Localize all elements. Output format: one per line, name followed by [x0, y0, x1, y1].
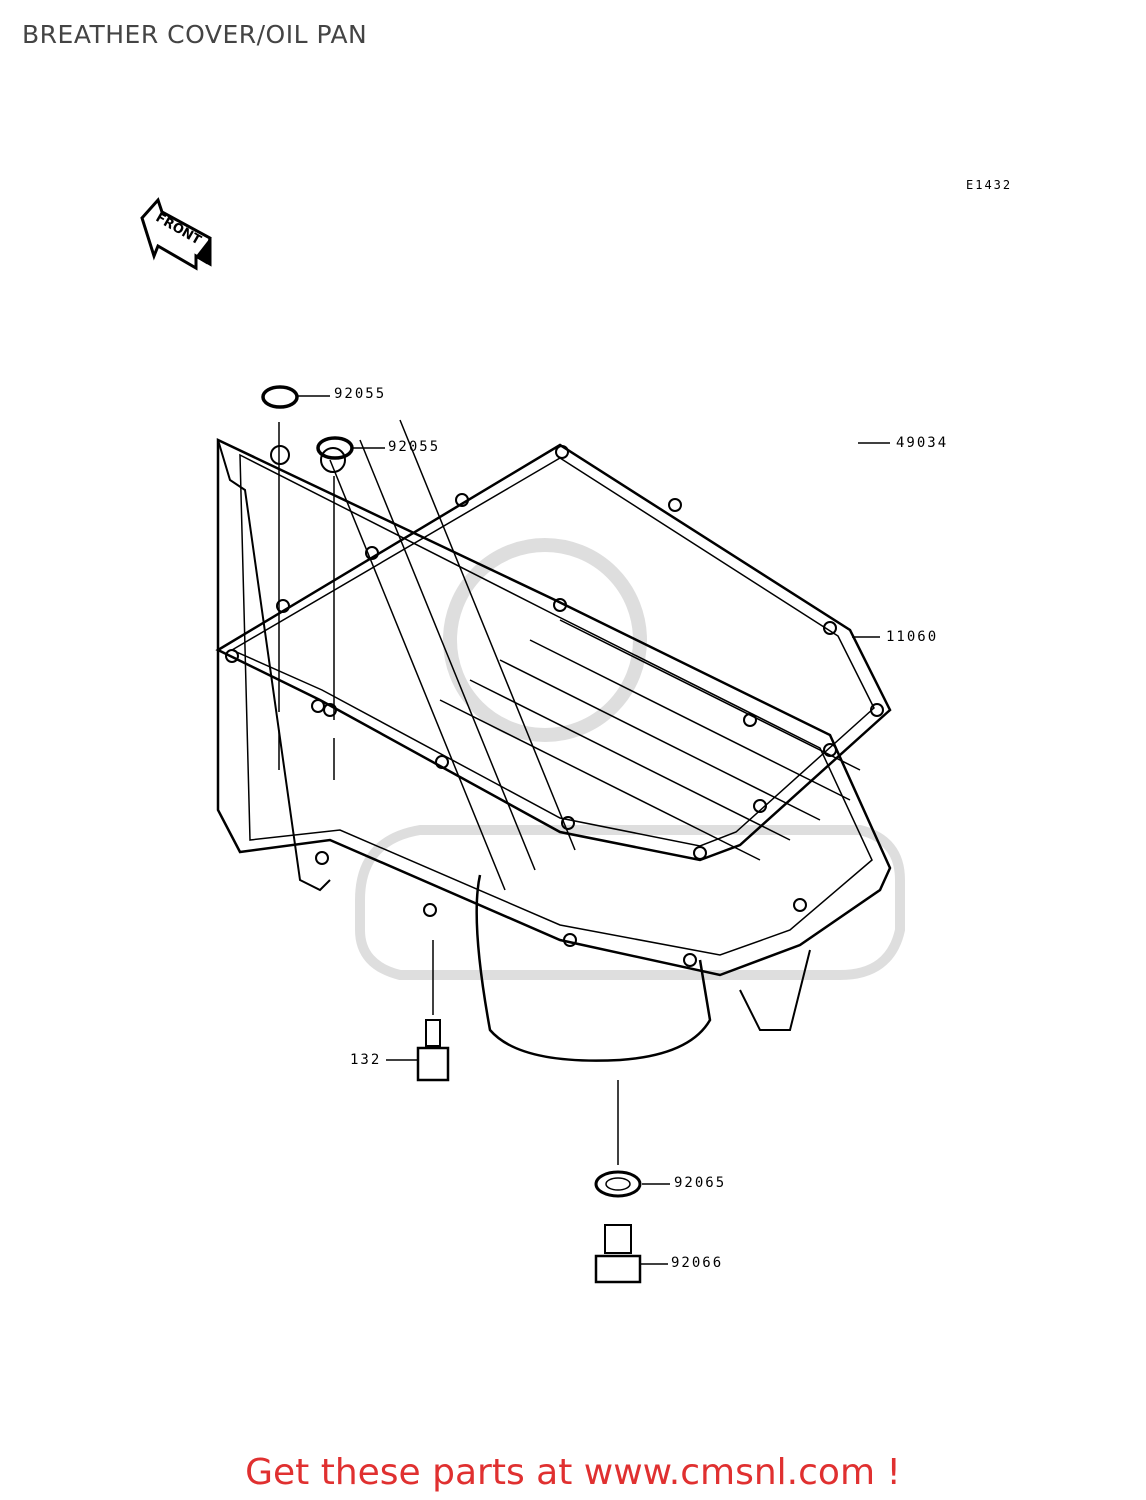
page-title: BREATHER COVER/OIL PAN: [22, 20, 368, 49]
part-number-92066[interactable]: 92066: [671, 1255, 724, 1271]
part-number-92055-lower[interactable]: 92055: [388, 439, 441, 455]
drain-plug: [594, 1224, 642, 1284]
watermark-logo: [355, 538, 905, 980]
part-number-92065[interactable]: 92065: [674, 1175, 727, 1191]
gasket: [215, 443, 892, 862]
part-number-49034[interactable]: 49034: [896, 435, 949, 451]
part-number-11060[interactable]: 11060: [886, 629, 939, 645]
diagram-code: E1432: [966, 178, 1013, 192]
part-number-92055-upper[interactable]: 92055: [334, 386, 387, 402]
oil-pan: [216, 419, 892, 1062]
part-number-132[interactable]: 132: [350, 1052, 382, 1068]
o-ring-upper: [261, 385, 299, 409]
front-arrow-icon: [140, 197, 212, 271]
washer: [594, 1170, 642, 1198]
footer-link[interactable]: Get these parts at www.cmsnl.com !: [245, 1452, 901, 1493]
bolt: [386, 940, 450, 1082]
